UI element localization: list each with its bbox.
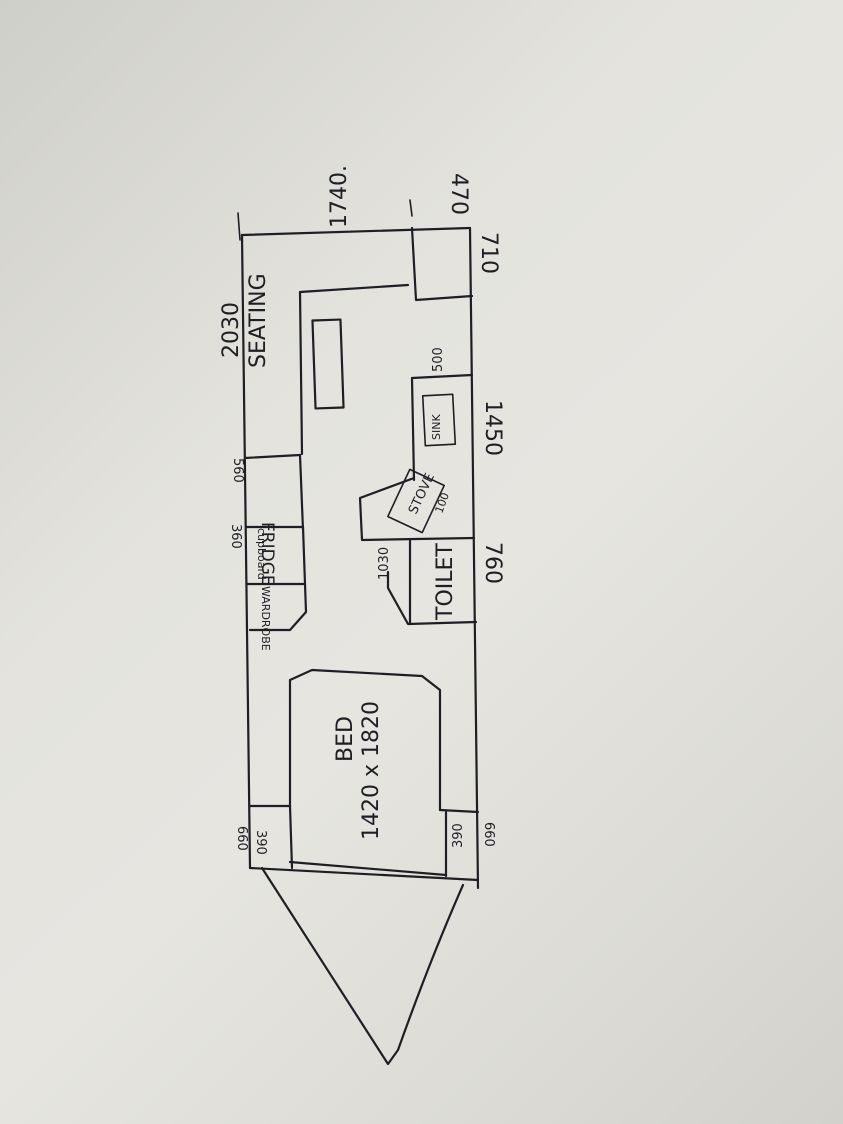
- sink-label: SINK: [430, 414, 443, 440]
- left-wall: [240, 233, 252, 870]
- dim-660-top: 660: [234, 826, 249, 851]
- left-nightstand: [248, 804, 294, 870]
- dim-390-bottom: 390: [451, 823, 466, 848]
- stove: [386, 468, 446, 534]
- dim-390-top: 390: [253, 830, 268, 855]
- bed-area: [248, 668, 480, 878]
- fridge-top: [243, 453, 302, 460]
- dim-100: 100: [433, 491, 452, 515]
- cupboard-label: cupboard: [255, 528, 268, 580]
- dim-2030: 2030: [219, 302, 244, 358]
- toilet-room: [386, 538, 478, 626]
- dim-660-bottom: 660: [481, 822, 496, 847]
- right-nightstand: [438, 808, 480, 878]
- dim-500: 500: [431, 347, 446, 372]
- dim-1740: 1740.: [327, 165, 352, 228]
- storage-column: [243, 453, 308, 632]
- bed-size-label: 1420 x 1820: [359, 701, 384, 840]
- dim-560: 560: [230, 458, 245, 483]
- sink-counter: [410, 373, 474, 482]
- fridge-label: FRIDGE: [257, 522, 277, 586]
- back-wall: [248, 866, 480, 882]
- dim-1030: 1030: [377, 547, 392, 580]
- toilet-wall: [386, 570, 478, 626]
- seating-label: SEATING: [246, 273, 271, 368]
- dim-1450: 1450: [480, 400, 505, 456]
- right-wall: [468, 226, 480, 890]
- wardrobe-outline: [248, 582, 308, 632]
- dim-360: 360: [228, 524, 243, 549]
- dim-tick: [409, 199, 413, 217]
- sink: [421, 393, 457, 447]
- fridge-side: [298, 453, 305, 532]
- dim-710: 710: [476, 232, 501, 274]
- bed-label: BED: [333, 716, 358, 762]
- front-wall: [240, 226, 472, 237]
- dim-470: 470: [446, 173, 471, 215]
- cupboard-side: [301, 525, 307, 586]
- hitch-outline: [260, 866, 465, 1066]
- bed-foot: [288, 860, 448, 877]
- dim-760: 760: [480, 542, 505, 584]
- stove-counter: [358, 476, 476, 542]
- seating-inner-outline: [298, 283, 410, 456]
- dim-tick: [237, 212, 241, 241]
- table: [311, 318, 345, 410]
- labels: SEATING BED 1420 x 1820 TOILET STOVE SIN…: [219, 165, 505, 855]
- bed-outline: [288, 668, 442, 812]
- outer-walls: [237, 199, 480, 890]
- seating-corner-box: [410, 226, 474, 302]
- kitchen: [358, 373, 476, 542]
- toilet-label: TOILET: [433, 543, 458, 621]
- hitch-a-frame: [260, 866, 465, 1066]
- seating-area: [298, 226, 474, 456]
- wardrobe-label: WARDROBE: [259, 586, 272, 651]
